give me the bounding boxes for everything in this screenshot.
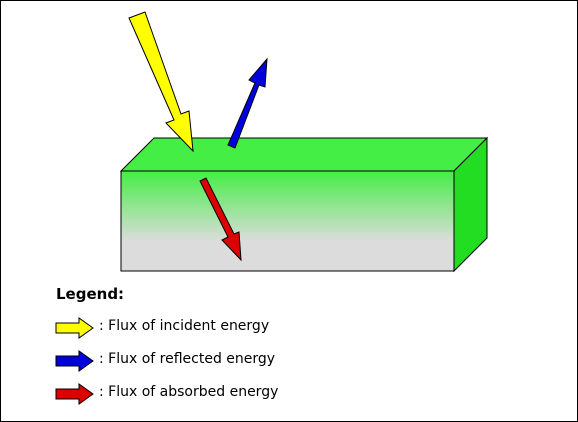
legend-arrow-reflected (55, 350, 94, 372)
legend-item-incident: : Flux of incident energy (55, 316, 375, 340)
legend-arrow-incident (55, 317, 94, 339)
legend-item-absorbed: : Flux of absorbed energy (55, 382, 375, 406)
legend-arrow-absorbed (55, 383, 94, 405)
legend-label-reflected: : Flux of reflected energy (99, 351, 276, 367)
incident-arrow (128, 11, 194, 153)
legend-label-incident: : Flux of incident energy (99, 318, 270, 334)
absorbed-arrow (199, 177, 242, 262)
blue-arrow-icon (55, 350, 94, 372)
yellow-arrow-icon (55, 317, 94, 339)
reflected-arrow (227, 57, 268, 149)
block-top-face (119, 137, 489, 172)
legend-label-absorbed: : Flux of absorbed energy (99, 384, 279, 400)
block-front-face (120, 170, 455, 272)
legend-item-reflected: : Flux of reflected energy (55, 349, 375, 373)
red-arrow-icon (55, 383, 94, 405)
legend-title: Legend: (56, 285, 125, 303)
